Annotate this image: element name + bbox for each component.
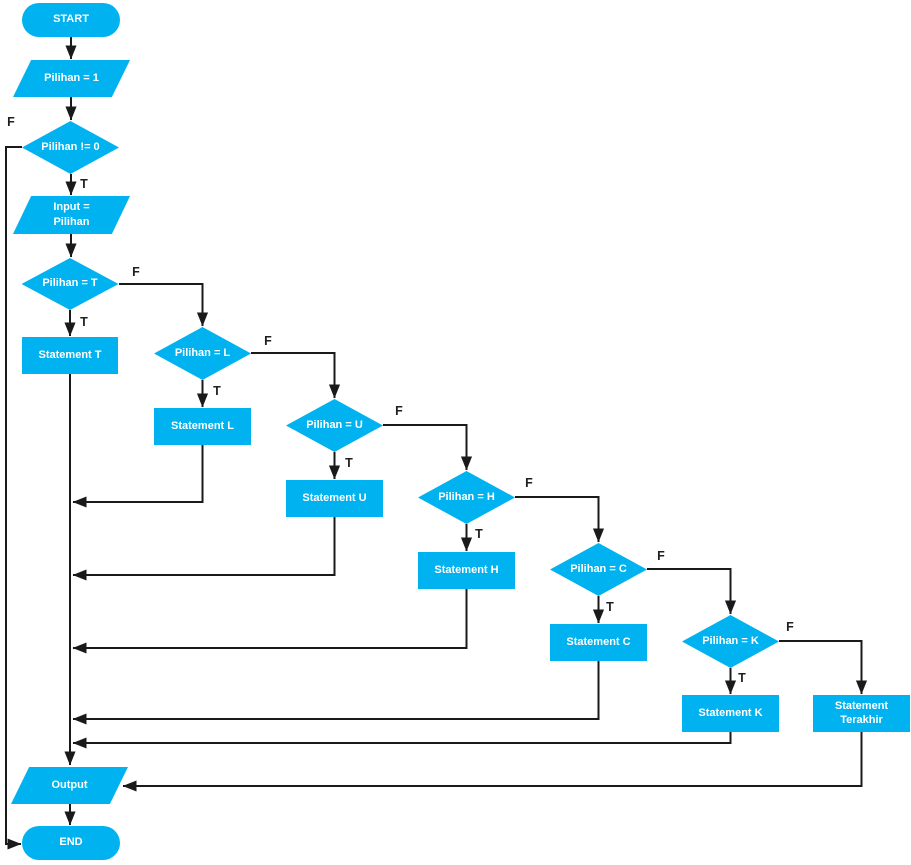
node-statement-h: Statement H [418,552,515,589]
branch-label-true-condH: T [475,527,483,541]
node-statement-l: Statement L [154,408,251,445]
connector-condC-false-to-condK [647,568,737,615]
branch-label-false-loopcond: F [7,115,15,129]
connector-stmtL-merge [72,445,204,508]
branch-label-false-condK: F [786,620,794,634]
branch-label-true-condK: T [738,671,746,685]
branch-label-false-condC: F [657,549,665,563]
branch-label-true-condT: T [80,315,88,329]
connector-condK-false-to-stmtTerakhir [779,640,868,695]
connector-stmtH-merge [72,589,468,654]
connector-condU-false-to-condH [383,424,473,471]
branch-label-false-condT: F [132,265,140,279]
connector-stmtK-merge [72,732,732,749]
node-end-terminator: END [22,826,120,860]
branch-label-true-loopcond: T [80,177,88,191]
node-output: Output [11,767,128,804]
node-statement-k: Statement K [682,695,779,732]
branch-label-false-condL: F [264,334,272,348]
node-statement-terakhir: Statement Terakhir [813,695,910,732]
connector-stmtTerakhir-to-output [122,732,863,792]
branch-label-false-condH: F [525,476,533,490]
node-statement-t: Statement T [22,337,118,374]
connector-condH-false-to-condC [515,496,605,543]
node-statement-c: Statement C [550,624,647,661]
connector-condL-false-to-condU [251,352,341,399]
node-input-pilihan: Input = Pilihan [13,196,130,234]
branch-label-true-condL: T [213,384,221,398]
connector-stmtU-merge [72,517,336,581]
branch-label-true-condC: T [606,600,614,614]
connector-stmtC-merge [72,661,600,725]
connector-loopcond-false-to-end [5,146,22,850]
connector-condT-false-to-condL [119,283,209,327]
node-init-pilihan: Pilihan = 1 [13,60,130,97]
node-start-terminator: START [22,3,120,37]
branch-label-true-condU: T [345,456,353,470]
branch-label-false-condU: F [395,404,403,418]
node-statement-u: Statement U [286,480,383,517]
